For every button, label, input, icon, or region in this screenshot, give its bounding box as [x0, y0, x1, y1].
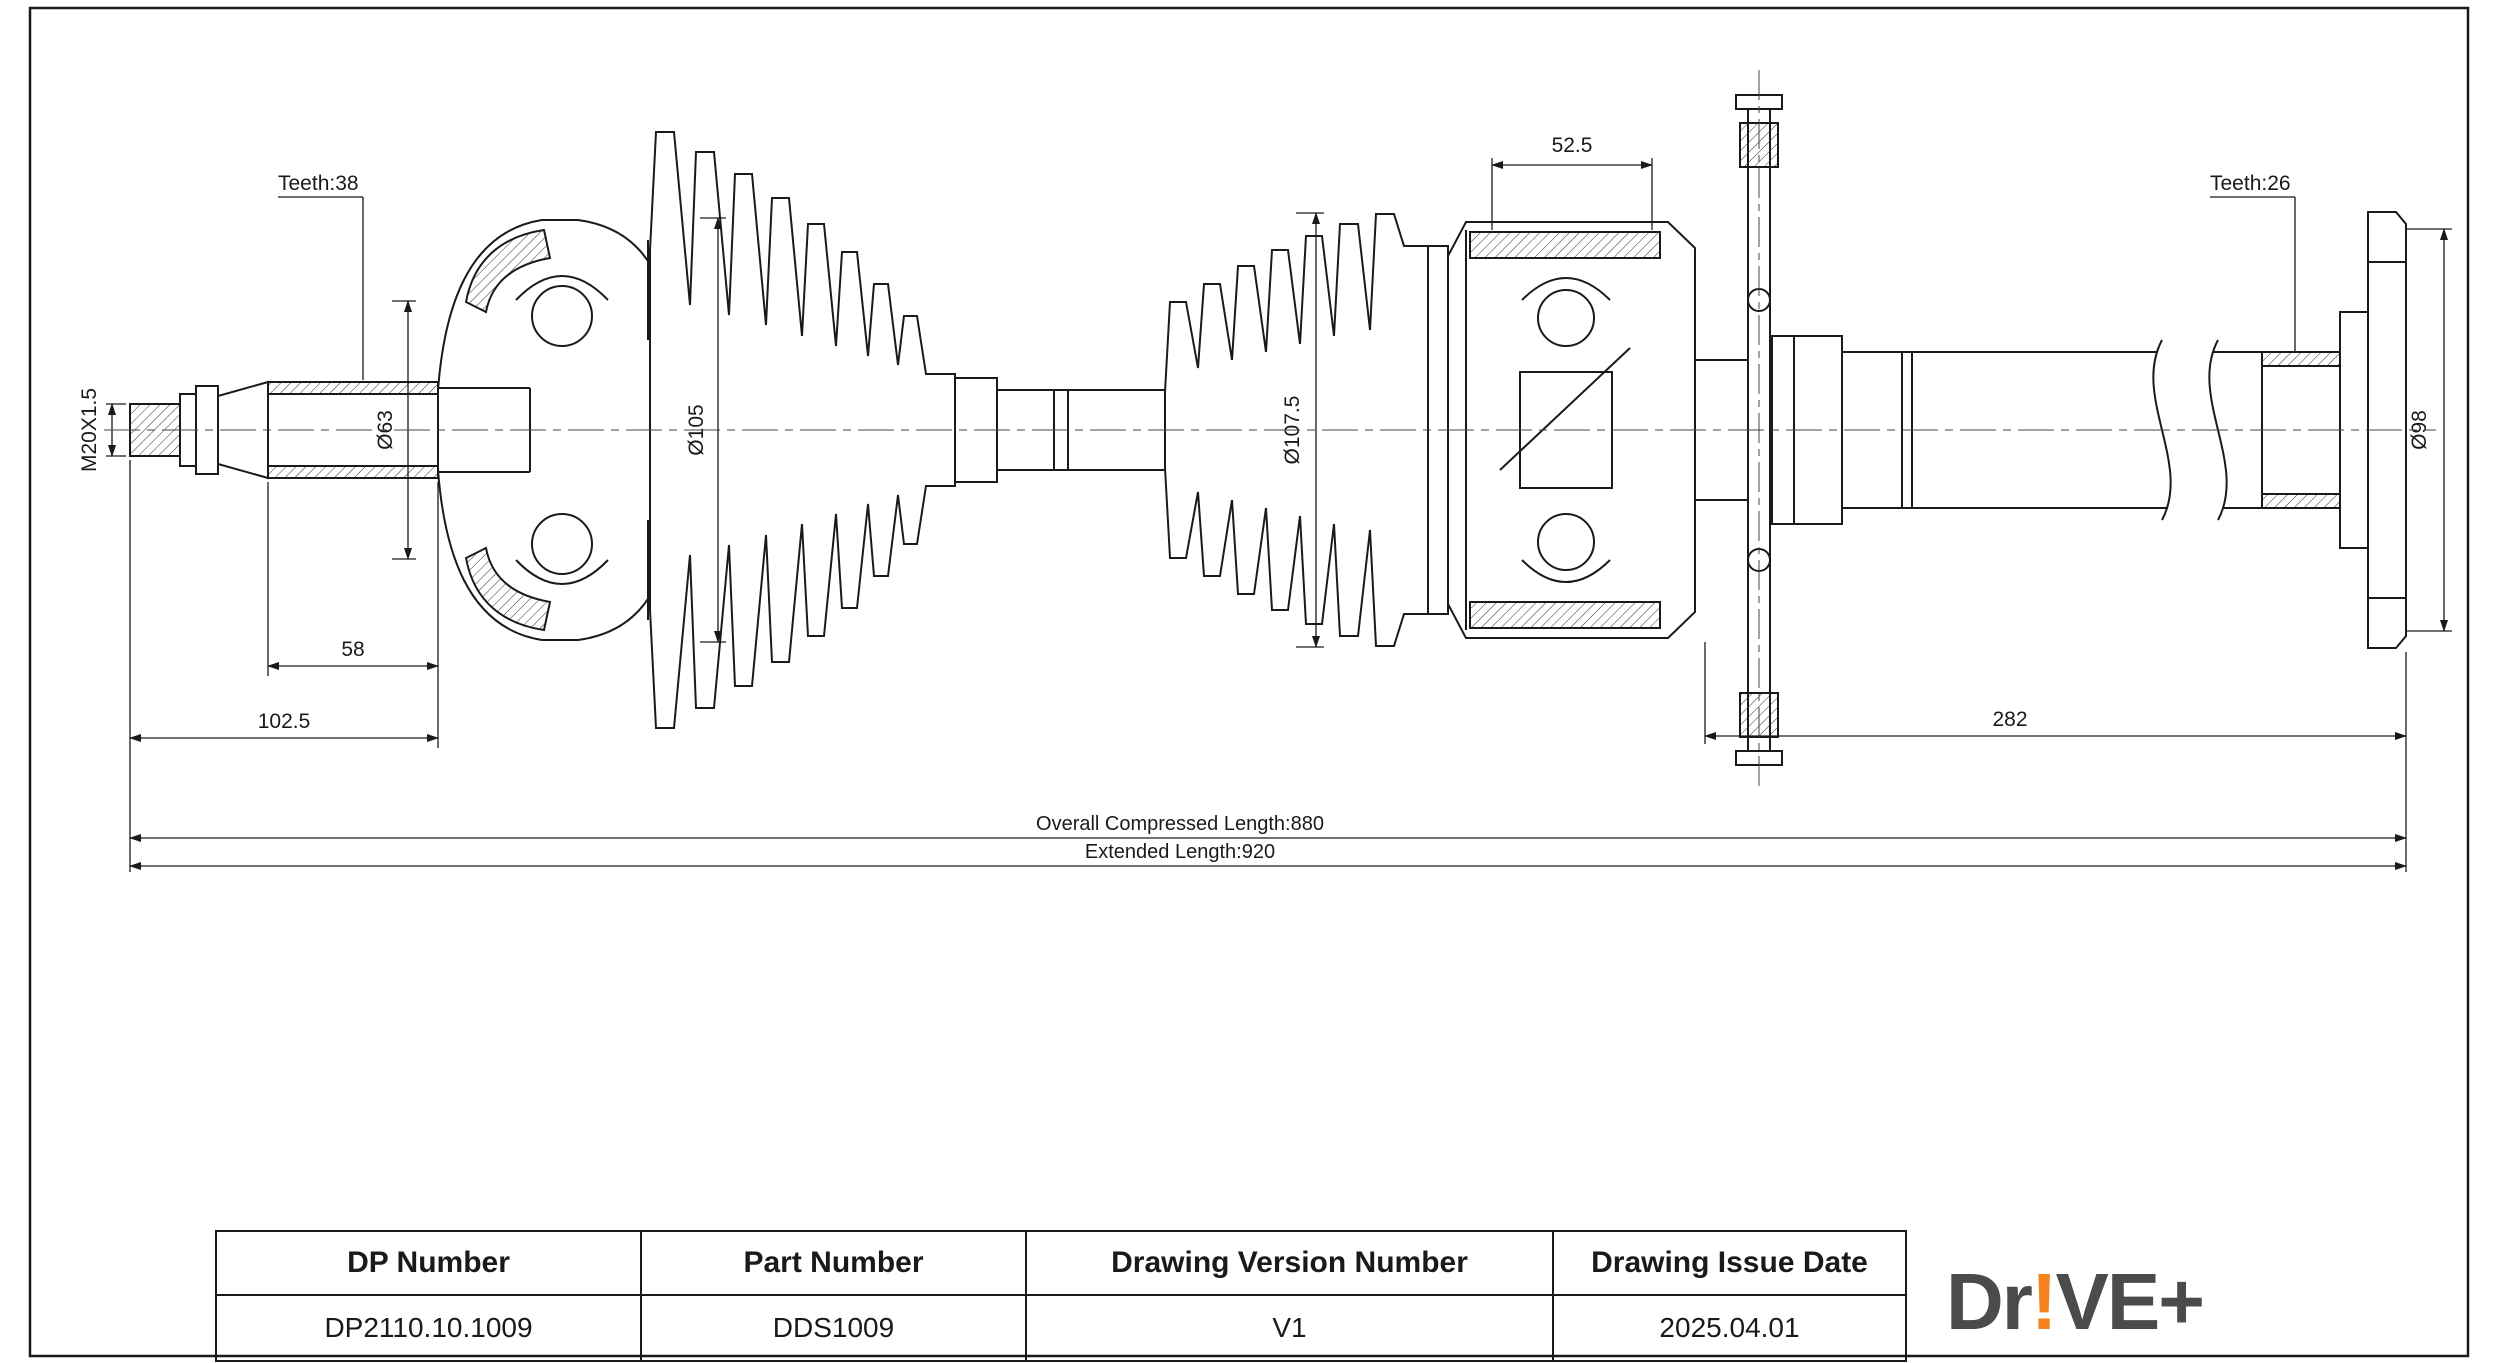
leader-teeth-right — [2210, 196, 2296, 352]
issue-date-header: Drawing Issue Date — [1552, 1230, 1907, 1296]
label-282: 282 — [1992, 708, 2027, 731]
cv-ball-top — [531, 285, 593, 347]
dim-dia-98 — [2406, 228, 2452, 632]
label-teeth-right: Teeth:26 — [2210, 172, 2291, 195]
dim-102-5 — [129, 460, 439, 872]
drawing-version-header: Drawing Version Number — [1025, 1230, 1554, 1296]
label-58: 58 — [341, 638, 364, 661]
dp-number-value: DP2110.10.1009 — [215, 1294, 642, 1362]
dimensions — [106, 158, 2452, 872]
shaft-break-gap — [2153, 340, 2227, 520]
title-block-value-row: DP2110.10.1009 DDS1009 V1 2025.04.01 — [215, 1294, 1907, 1362]
label-teeth-left: Teeth:38 — [278, 172, 359, 195]
brand-logo: Dr!VE+ — [1946, 1252, 2466, 1356]
dp-number-header: DP Number — [215, 1230, 642, 1296]
brand-logo-prefix: Dr — [1946, 1257, 2033, 1346]
inner-cv-ball-bottom — [1537, 513, 1595, 571]
label-102-5: 102.5 — [258, 710, 311, 733]
leader-teeth-left — [278, 196, 364, 380]
issue-date-value: 2025.04.01 — [1552, 1294, 1907, 1362]
label-overall-compressed-length: Overall Compressed Length:880 — [1036, 813, 1324, 835]
label-extended-length: Extended Length:920 — [1085, 841, 1275, 863]
label-thread-spec: M20X1.5 — [78, 388, 101, 472]
dim-52-5 — [1491, 158, 1653, 230]
dim-dia-107-5 — [1296, 212, 1324, 648]
title-block: DP Number Part Number Drawing Version Nu… — [215, 1230, 1907, 1362]
part-number-value: DDS1009 — [640, 1294, 1027, 1362]
brand-logo-exclaim: ! — [2030, 1257, 2058, 1346]
inner-cv-ball-top — [1537, 289, 1595, 347]
part-number-header: Part Number — [640, 1230, 1027, 1296]
dim-58 — [267, 482, 439, 748]
brand-logo-suffix: VE+ — [2055, 1257, 2205, 1346]
drawing-version-value: V1 — [1025, 1294, 1554, 1362]
drawing-border — [28, 6, 2470, 1358]
cv-ball-bottom — [531, 513, 593, 575]
title-block-header-row: DP Number Part Number Drawing Version Nu… — [215, 1230, 1907, 1296]
label-52-5: 52.5 — [1552, 134, 1593, 157]
label-dia-98: Ø98 — [2408, 410, 2431, 450]
